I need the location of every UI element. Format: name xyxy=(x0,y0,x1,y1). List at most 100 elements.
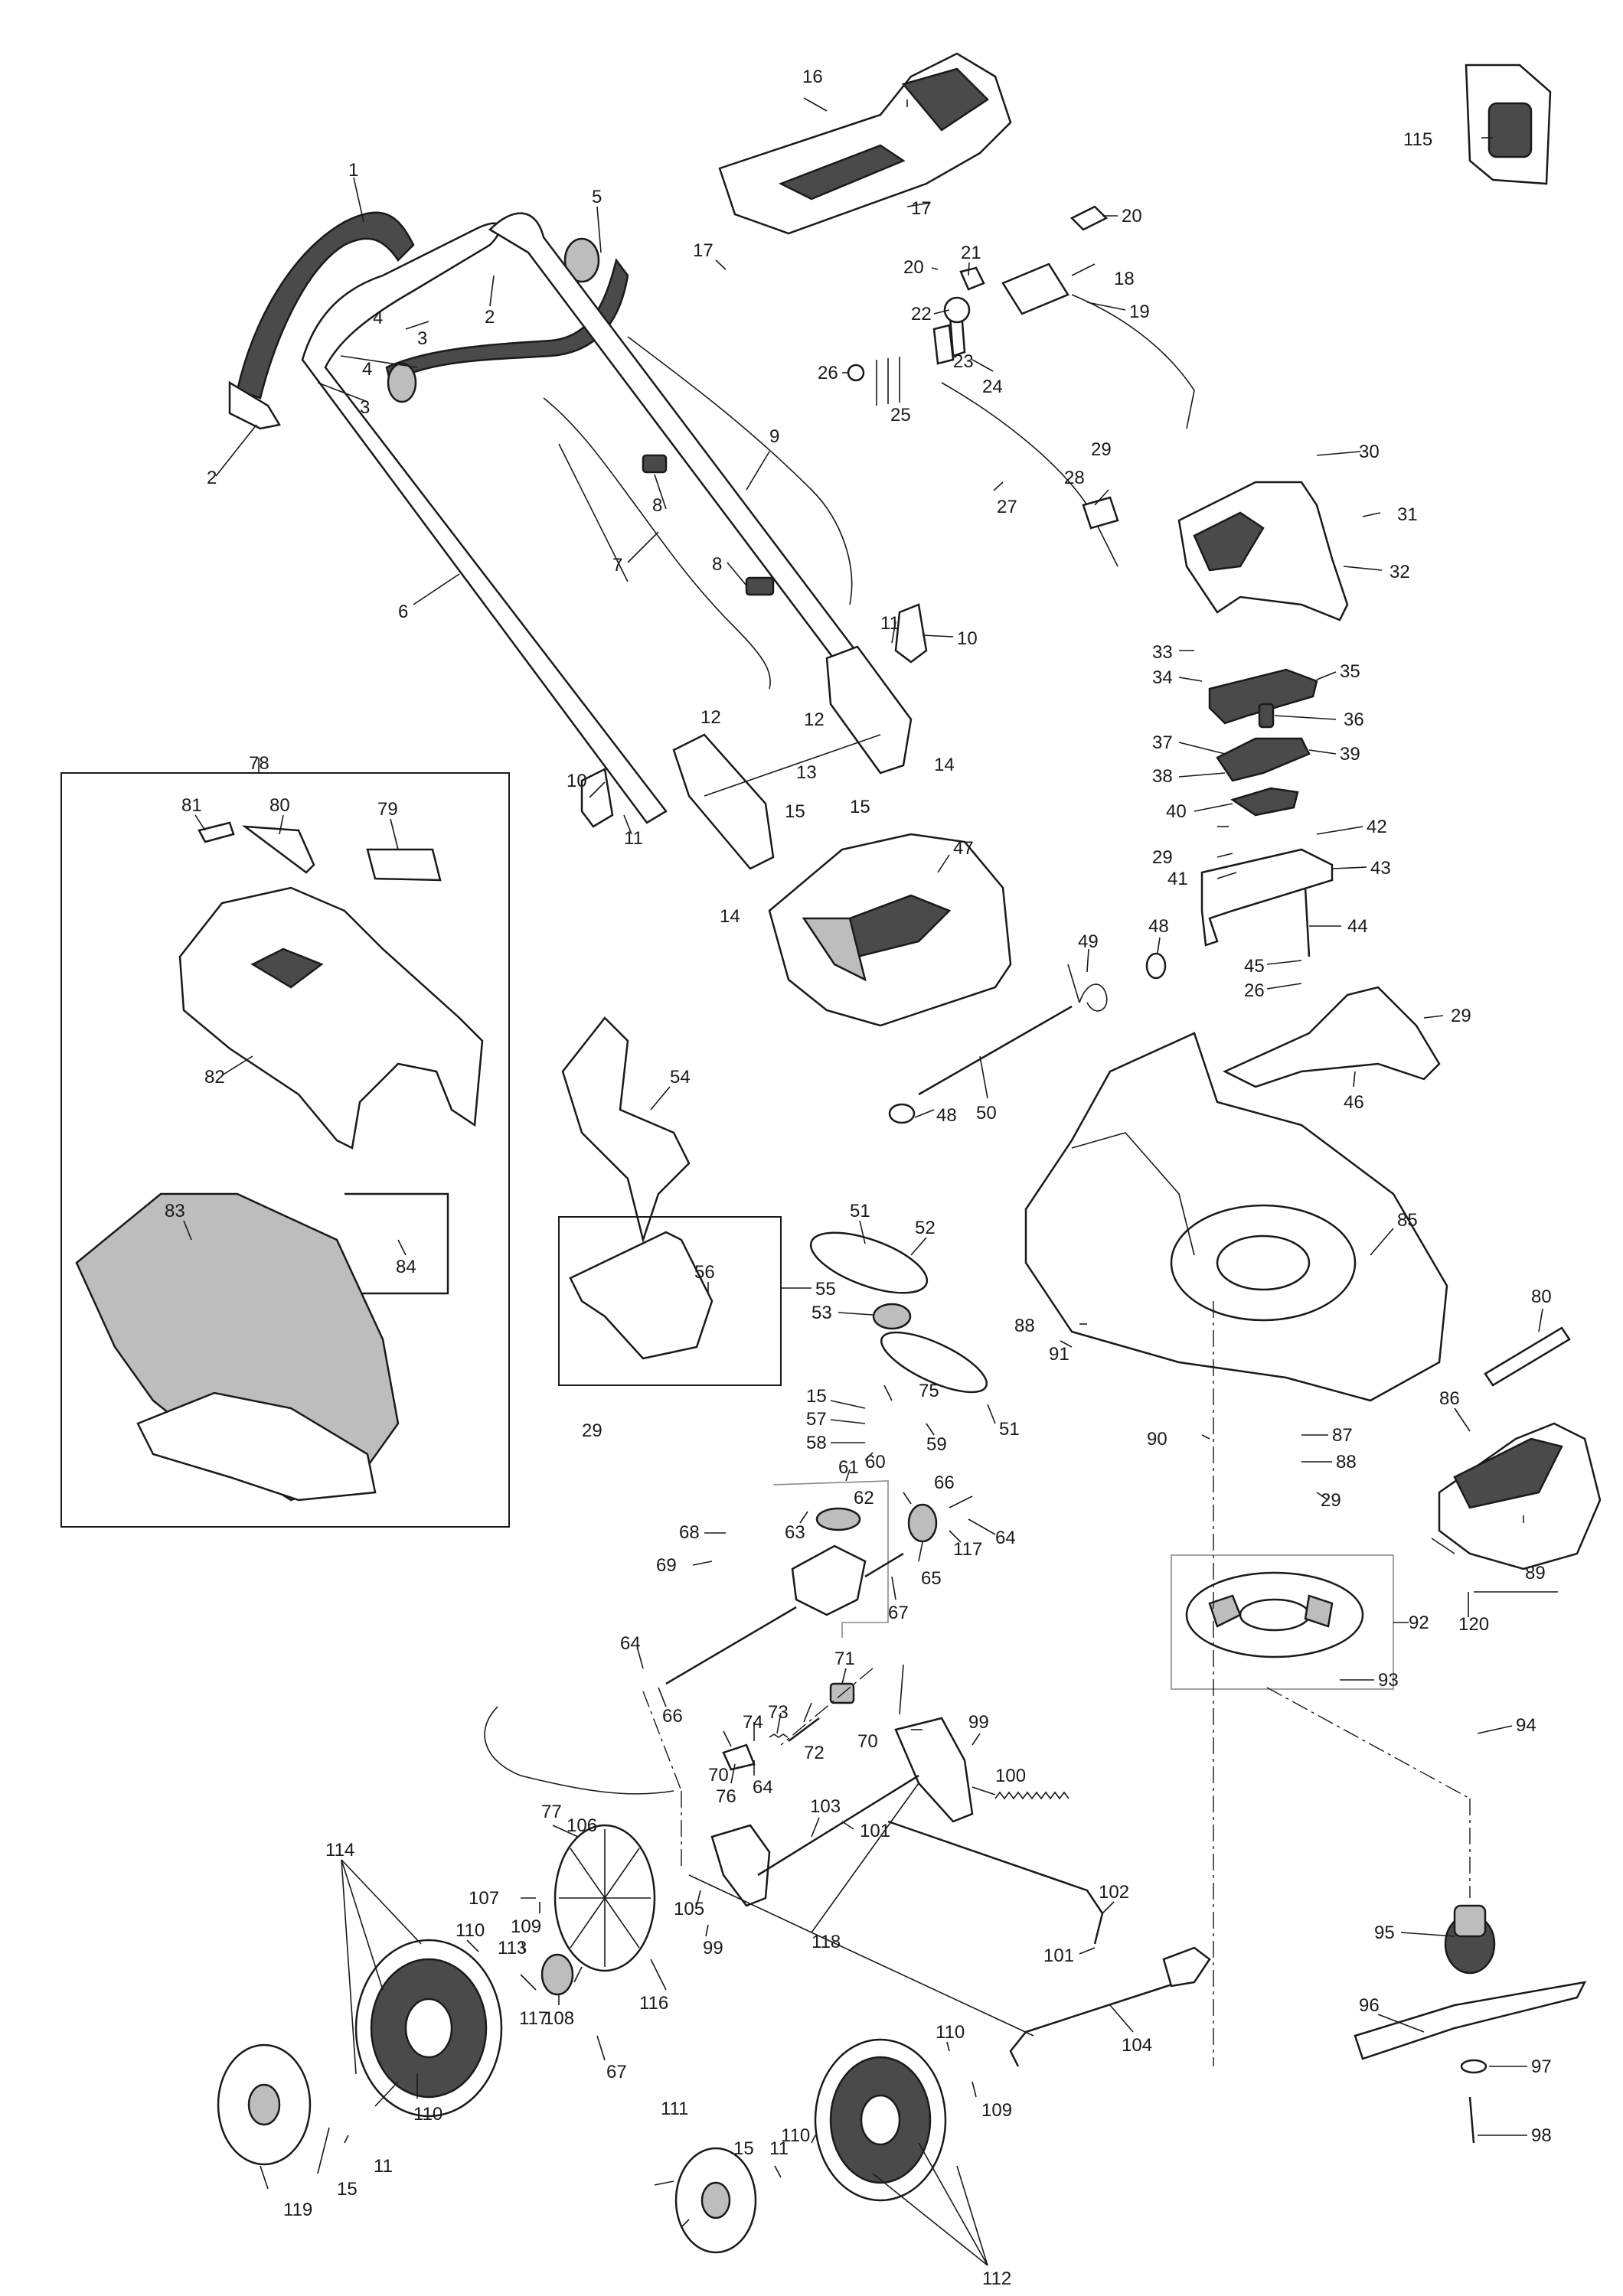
callout-70: 70 xyxy=(857,1731,878,1752)
callout-20: 20 xyxy=(903,257,924,278)
part-85-deck xyxy=(1024,1032,1448,1402)
callout-29: 29 xyxy=(1451,1006,1471,1026)
callout-9: 9 xyxy=(769,426,779,447)
part-13-bracket-right xyxy=(825,645,913,775)
part-48-disc-a xyxy=(1145,952,1167,980)
callout-118: 118 xyxy=(812,1932,841,1952)
callout-31: 31 xyxy=(1397,504,1418,525)
part-53-pulley xyxy=(872,1303,912,1330)
callout-80: 80 xyxy=(1531,1287,1552,1307)
part-104-rod xyxy=(1009,1981,1180,2067)
callout-109: 109 xyxy=(981,2100,1012,2121)
part-65-gear xyxy=(907,1503,938,1543)
callout-6: 6 xyxy=(398,602,408,622)
group-55-frame xyxy=(558,1216,782,1386)
part-10-bracket-b xyxy=(580,768,614,828)
callout-54: 54 xyxy=(670,1067,691,1088)
callout-103: 103 xyxy=(810,1796,841,1817)
callout-59: 59 xyxy=(926,1434,947,1455)
callout-57: 57 xyxy=(806,1409,827,1430)
callout-66: 66 xyxy=(934,1473,955,1493)
part-102-rod xyxy=(887,1820,1104,1945)
callout-15-hub-right: 15 xyxy=(733,2138,754,2159)
callout-64: 64 xyxy=(753,1777,773,1798)
part-48-disc-b xyxy=(888,1103,916,1124)
callout-37: 37 xyxy=(1152,732,1173,753)
callout-15-hub-left: 15 xyxy=(337,2179,358,2200)
callout-26: 26 xyxy=(818,363,838,383)
part-50-rod xyxy=(918,1005,1073,1096)
callout-109: 109 xyxy=(511,1916,541,1937)
callout-84: 84 xyxy=(396,1257,416,1277)
callout-18: 18 xyxy=(1114,269,1135,289)
callout-47: 47 xyxy=(953,838,974,859)
part-height-plate-right xyxy=(894,1717,974,1823)
callout-68: 68 xyxy=(679,1522,700,1543)
callout-53: 53 xyxy=(812,1303,832,1323)
part-83-grass-bag xyxy=(75,1192,400,1502)
callout-108: 108 xyxy=(544,2008,574,2029)
callout-116: 116 xyxy=(639,1993,668,2014)
callout-111: 111 xyxy=(661,2099,688,2119)
callout-38: 38 xyxy=(1152,766,1173,787)
callout-14: 14 xyxy=(720,906,740,927)
part-92-mulch-plate xyxy=(1185,1571,1364,1658)
part-9-cable xyxy=(627,336,853,605)
part-95-adapter xyxy=(1444,1904,1496,1975)
callout-48: 48 xyxy=(936,1105,957,1126)
part-103-axle xyxy=(757,1774,919,1877)
part-54-flap xyxy=(561,1016,691,1244)
part-16-lid xyxy=(718,52,1012,235)
callout-60: 60 xyxy=(865,1452,886,1473)
callout-35: 35 xyxy=(1340,661,1360,682)
callout-46: 46 xyxy=(1344,1092,1364,1113)
callout-110: 110 xyxy=(781,2125,810,2146)
part-36-spring xyxy=(1258,703,1275,729)
callout-72: 72 xyxy=(804,1743,825,1763)
part-80-strip-right xyxy=(1484,1326,1571,1387)
part-98-bolt xyxy=(1468,2096,1475,2144)
callout-87: 87 xyxy=(1332,1425,1353,1446)
callout-34: 34 xyxy=(1152,667,1173,688)
leader-lines xyxy=(183,97,1558,2266)
part-115-label xyxy=(1465,64,1552,185)
callout-106: 106 xyxy=(567,1815,597,1836)
callout-95: 95 xyxy=(1374,1923,1395,1943)
callout-20: 20 xyxy=(1122,206,1142,227)
part-10-bracket-a xyxy=(894,603,928,664)
callout-90: 90 xyxy=(1147,1429,1167,1450)
callout-115: 115 xyxy=(1403,129,1432,150)
callout-77: 77 xyxy=(541,1802,562,1822)
assembly-lines xyxy=(642,1301,1471,2066)
part-49-spring xyxy=(1067,964,1108,1012)
callout-110: 110 xyxy=(936,2022,965,2043)
part-spring-cable xyxy=(558,443,629,582)
callout-62: 62 xyxy=(854,1488,874,1508)
part-112-wheel-right xyxy=(814,2038,947,2202)
callout-86: 86 xyxy=(1439,1388,1460,1409)
callout-39: 39 xyxy=(1340,744,1360,765)
callout-32: 32 xyxy=(1390,562,1410,582)
callout-101: 101 xyxy=(1043,1945,1074,1966)
callout-29: 29 xyxy=(1091,439,1112,460)
callout-67: 67 xyxy=(888,1603,909,1623)
callout-26: 26 xyxy=(1244,980,1265,1001)
part-51-belt-a xyxy=(809,1231,929,1294)
callout-4: 4 xyxy=(373,308,383,328)
part-18-24-controls xyxy=(932,205,1195,567)
callout-112: 112 xyxy=(982,2268,1011,2289)
callout-69: 69 xyxy=(656,1555,677,1576)
callout-97: 97 xyxy=(1531,2056,1552,2077)
callout-83: 83 xyxy=(165,1201,185,1221)
callout-55: 55 xyxy=(815,1279,836,1300)
callout-79: 79 xyxy=(377,799,398,820)
part-46-flap xyxy=(1223,986,1441,1088)
callout-75: 75 xyxy=(919,1381,939,1401)
callout-15: 15 xyxy=(850,797,870,817)
callout-14: 14 xyxy=(934,755,955,775)
callout-12: 12 xyxy=(804,709,825,730)
callout-5: 5 xyxy=(592,187,602,207)
callout-74: 74 xyxy=(743,1712,763,1733)
callout-85: 85 xyxy=(1397,1210,1418,1231)
